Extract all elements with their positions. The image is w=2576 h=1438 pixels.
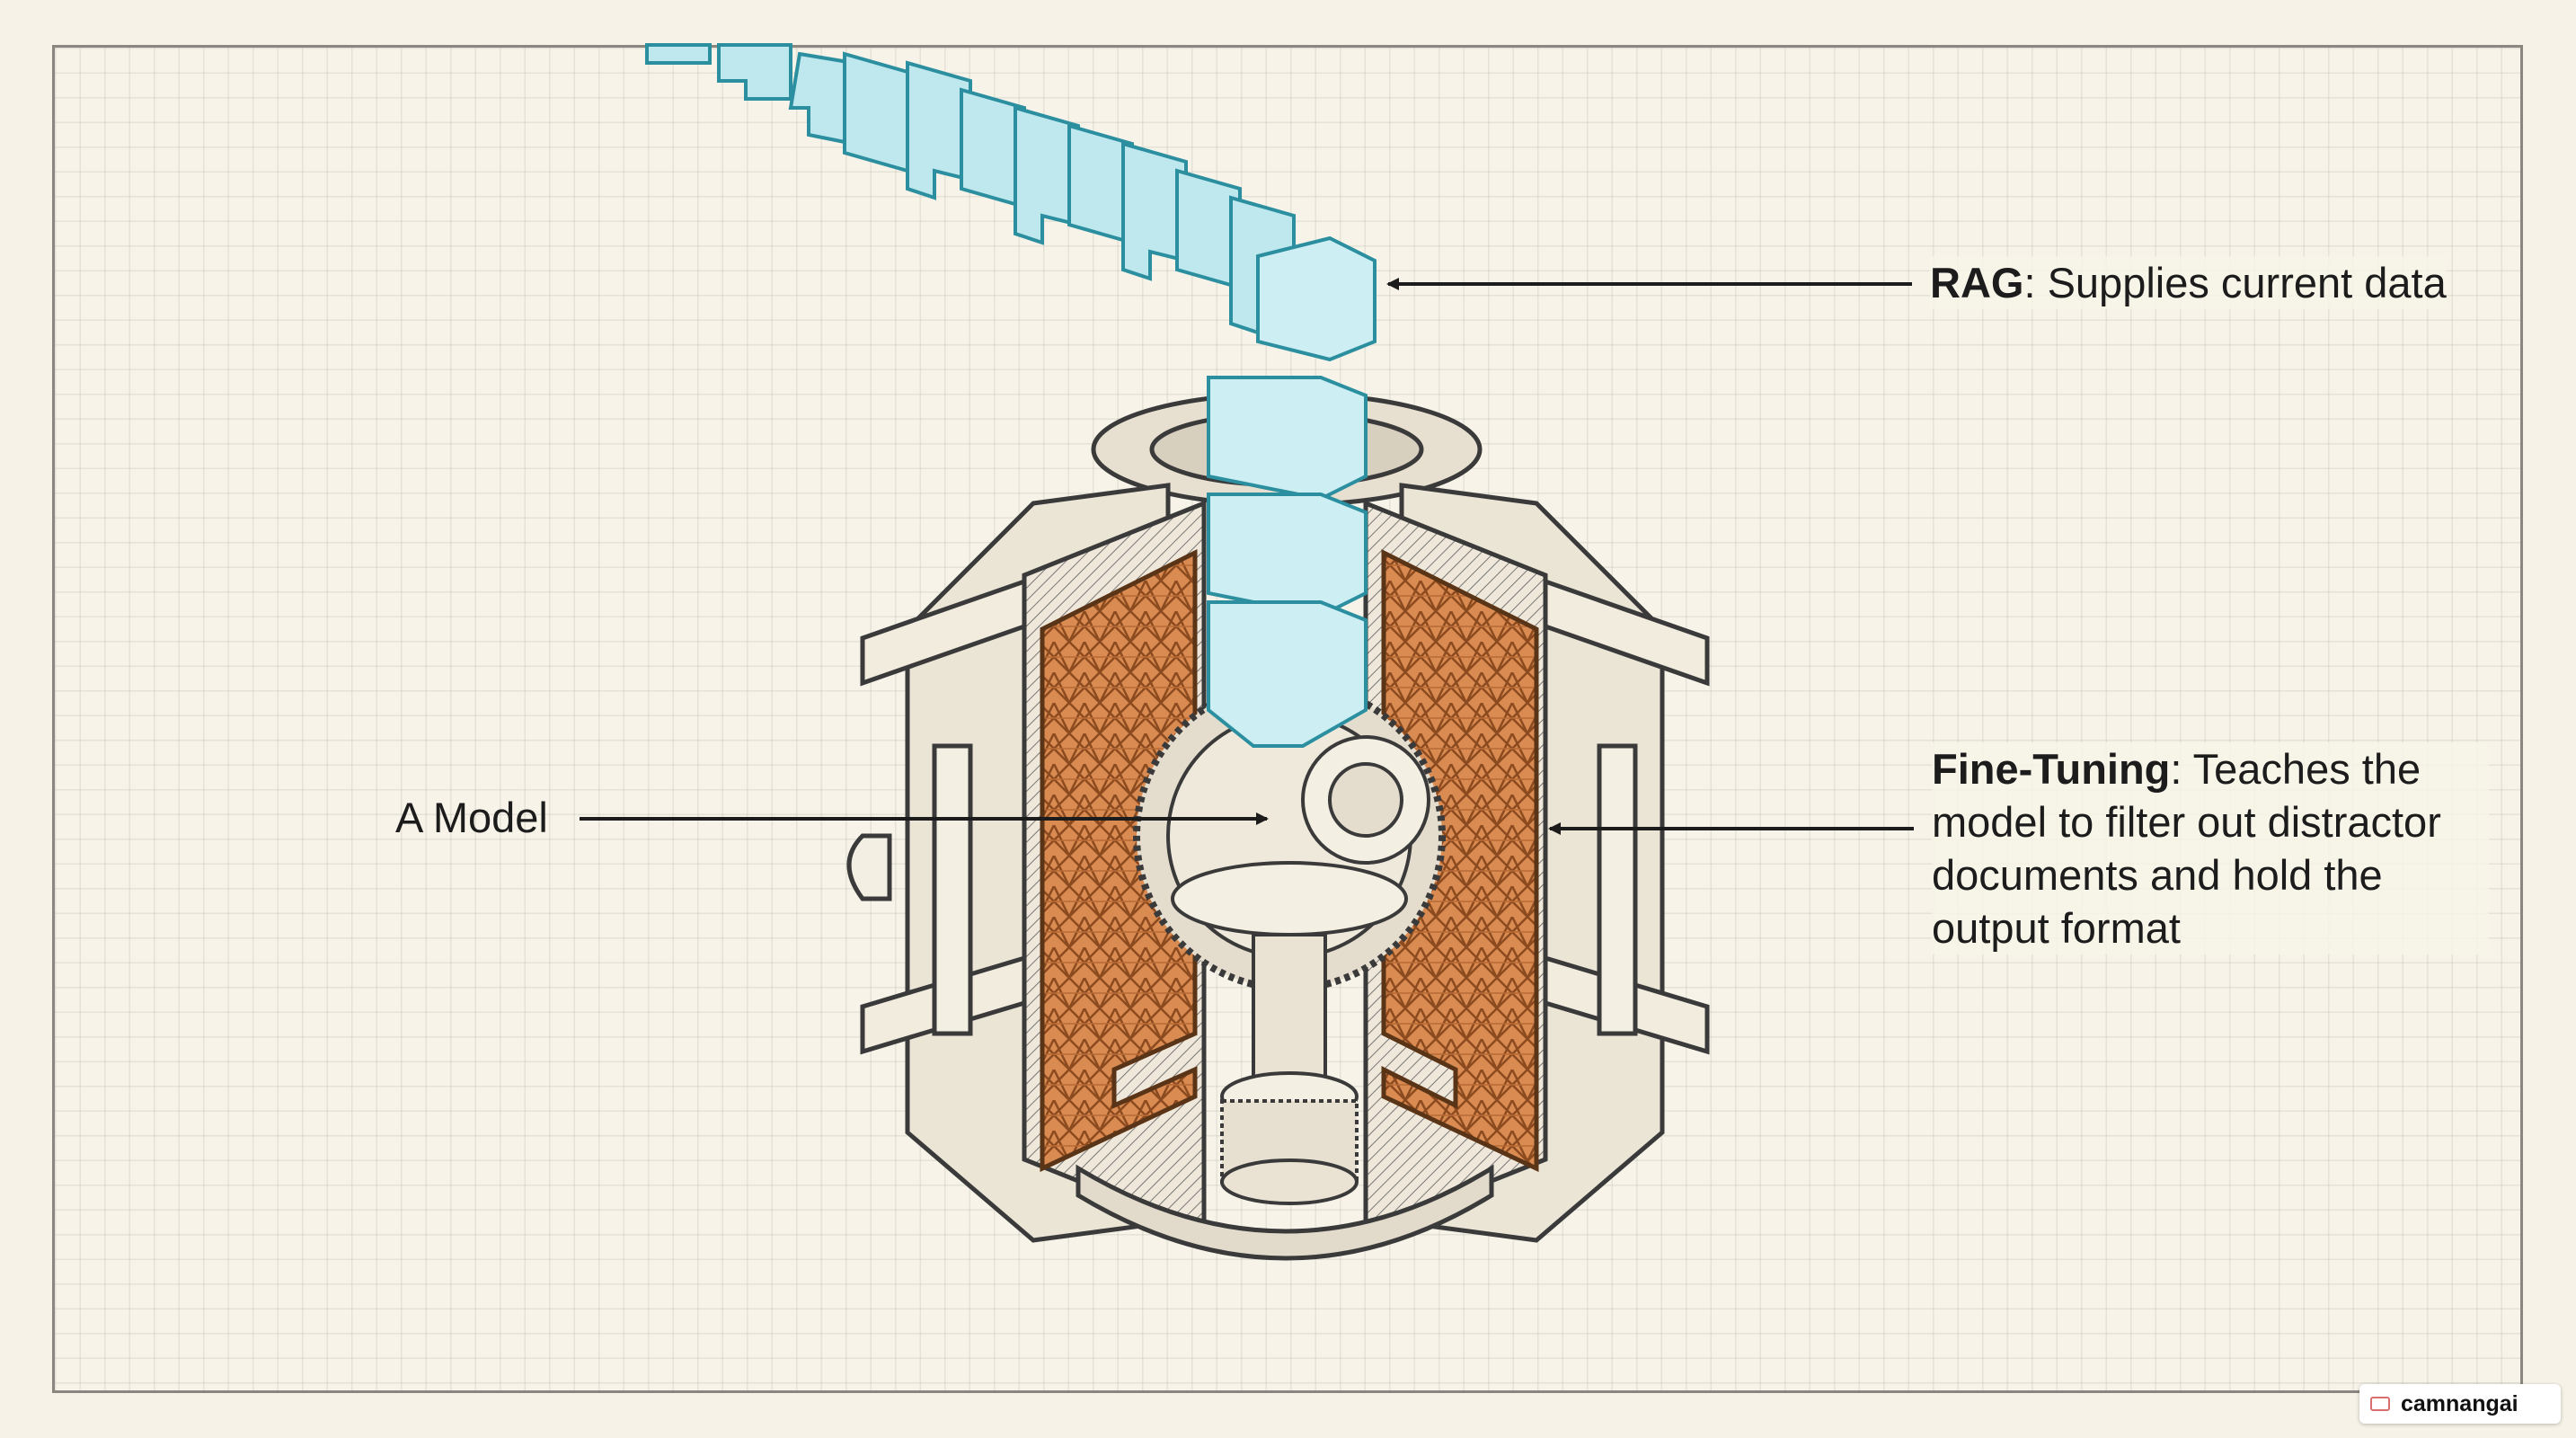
rag-data-blocks	[645, 43, 1377, 748]
fine-tuning-panels	[1040, 548, 1539, 1172]
fine-tuning-term: Fine-Tuning	[1932, 745, 2171, 793]
rag-term: RAG	[1930, 259, 2024, 306]
watermark-badge: camnangai	[2359, 1384, 2561, 1424]
rag-callout: RAG: Supplies current data	[1930, 256, 2447, 309]
book-icon	[2370, 1397, 2390, 1411]
model-callout: A Model	[395, 794, 548, 841]
rag-description: : Supplies current data	[2023, 259, 2447, 306]
fine-tuning-callout: Fine-Tuning: Teaches the model to filter…	[1932, 742, 2489, 954]
fine-tuning-description: : Teaches the model to filter out distra…	[1932, 745, 2441, 952]
callout-arrows	[580, 278, 1914, 835]
model-core	[1133, 679, 1446, 1205]
watermark-text: camnangai	[2401, 1391, 2518, 1416]
